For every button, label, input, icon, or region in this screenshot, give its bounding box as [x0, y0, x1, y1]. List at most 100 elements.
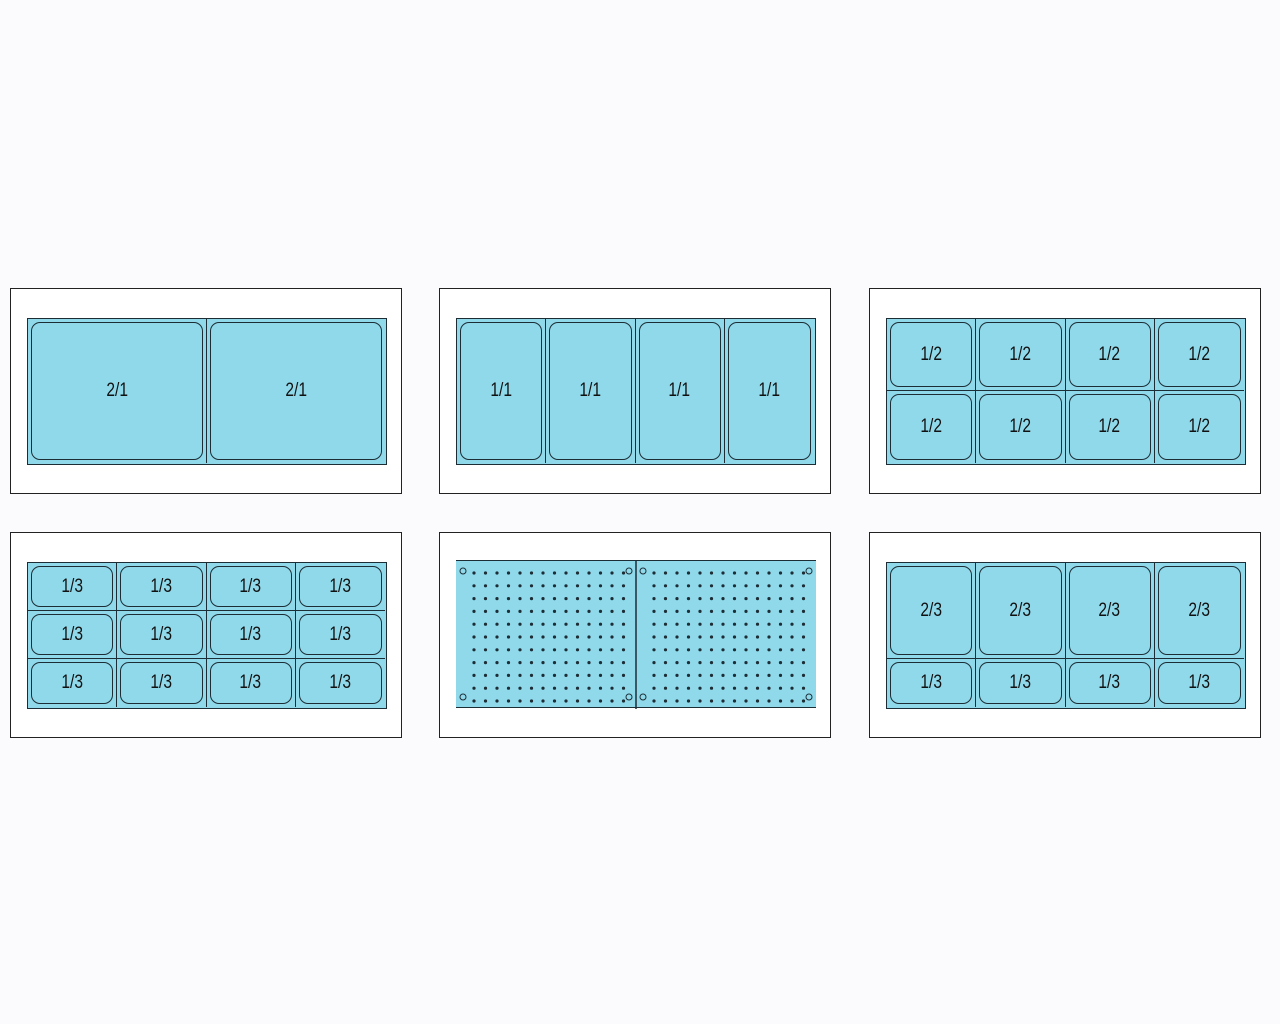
perforation-hole: [744, 648, 748, 652]
pan-size-label: 2/3: [1009, 599, 1032, 621]
pan-size-label: 1/3: [61, 575, 83, 597]
gastronorm-pan: 1/3: [209, 566, 292, 607]
perforation-hole: [621, 699, 626, 703]
perforation-hole: [610, 699, 614, 703]
perforation-hole: [767, 584, 771, 588]
perforation-hole: [801, 609, 806, 613]
pan-size-label: 1/2: [920, 416, 942, 437]
perforation-hole: [621, 584, 626, 588]
perforation-hole: [778, 635, 783, 639]
perforation-hole: [621, 673, 626, 677]
perforation-hole: [755, 661, 760, 665]
perforation-hole: [483, 661, 488, 665]
perforation-hole: [778, 609, 783, 613]
pan-slot: 1/1: [546, 319, 636, 463]
perforation-hole: [575, 661, 580, 665]
perforation-hole: [472, 635, 476, 639]
perforation-hole: [732, 661, 737, 665]
gastronorm-pan: 1/3: [31, 566, 114, 607]
perforation-hole: [801, 635, 806, 639]
perforation-hole: [610, 661, 614, 665]
perforation-hole: [675, 661, 679, 665]
perforation-hole: [552, 686, 557, 690]
pan-size-label: 1/3: [1009, 672, 1032, 693]
perforation-hole: [790, 635, 794, 639]
perforation-hole: [652, 686, 656, 690]
gastronorm-pan: 1/3: [120, 566, 203, 607]
perforation-hole: [790, 648, 794, 652]
perforation-hole: [744, 597, 748, 601]
perforation-hole: [698, 571, 702, 575]
pan-slot: 1/2: [1066, 391, 1155, 463]
perforation-hole: [686, 597, 691, 601]
pan-size-label: 1/2: [1188, 343, 1211, 365]
perforation-hole: [529, 635, 534, 639]
perforation-hole: [529, 648, 534, 652]
perforation-hole: [721, 673, 725, 677]
perforation-hole: [598, 622, 603, 626]
perforation-hole: [732, 571, 737, 575]
pan-slot: 1/1: [725, 319, 814, 463]
pan-slot: 1/2: [1155, 391, 1244, 463]
perforation-hole: [801, 584, 806, 588]
perforation-hole: [755, 571, 760, 575]
perforation-hole: [778, 622, 783, 626]
perforation-hole: [744, 622, 748, 626]
pan-size-label: 1/3: [920, 672, 942, 693]
perforation-hole: [755, 648, 760, 652]
gastronorm-pan: 2/3: [1068, 566, 1151, 655]
perforation-hole: [506, 622, 511, 626]
perforation-hole: [686, 571, 691, 575]
perforation-hole: [575, 635, 580, 639]
perforation-hole: [721, 699, 725, 703]
pan-slot: 2/3: [1065, 563, 1155, 659]
pan-size-label: 1/3: [239, 575, 262, 597]
gastronorm-pan: 1/1: [549, 322, 632, 460]
perforation-hole: [709, 661, 714, 665]
perforation-hole: [652, 648, 656, 652]
perforation-hole: [709, 609, 714, 613]
pan-size-label: 1/3: [329, 575, 352, 597]
gastronorm-pan: 1/2: [979, 322, 1062, 387]
perforation-hole: [541, 584, 545, 588]
perforation-hole: [709, 673, 714, 677]
pan-slot: 2/1: [207, 319, 386, 463]
pan-slot: 1/1: [636, 319, 725, 463]
gastronorm-pan: 1/2: [979, 394, 1062, 460]
perforation-hole: [483, 597, 488, 601]
pan-size-label: 1/3: [329, 672, 352, 693]
perforation-hole: [541, 648, 545, 652]
perforation-hole: [721, 648, 725, 652]
perforation-hole: [744, 609, 748, 613]
perforation-hole: [575, 699, 580, 703]
perforation-hole: [564, 635, 568, 639]
perforation-hole: [663, 699, 668, 703]
perforation-hole: [598, 699, 603, 703]
gastronorm-pan: 2/3: [1157, 566, 1241, 655]
perforation-hole: [518, 699, 522, 703]
perforation-hole: [575, 673, 580, 677]
perforation-hole: [541, 635, 545, 639]
perforation-hole: [621, 597, 626, 601]
perforation-hole: [755, 609, 760, 613]
perforation-hole: [483, 673, 488, 677]
pan-size-label: 2/1: [105, 380, 128, 401]
pan-size-label: 1/2: [920, 343, 942, 365]
perforation-hole: [698, 635, 702, 639]
perforation-hole: [587, 635, 591, 639]
perforation-hole: [778, 597, 783, 601]
pan-slot: 1/3: [887, 659, 977, 707]
corner-ring: [639, 693, 647, 701]
pan-slot: 1/2: [887, 319, 977, 391]
perforation-hole: [721, 571, 725, 575]
perforation-hole: [518, 609, 522, 613]
pan-slot: 1/3: [28, 563, 118, 611]
perforation-hole: [709, 584, 714, 588]
perforation-hole: [564, 699, 568, 703]
perforation-hole: [721, 622, 725, 626]
perforation-hole: [686, 622, 691, 626]
perforation-hole: [506, 673, 511, 677]
pan-size-label: 1/2: [1098, 343, 1121, 365]
panel-perforated: [439, 532, 831, 738]
